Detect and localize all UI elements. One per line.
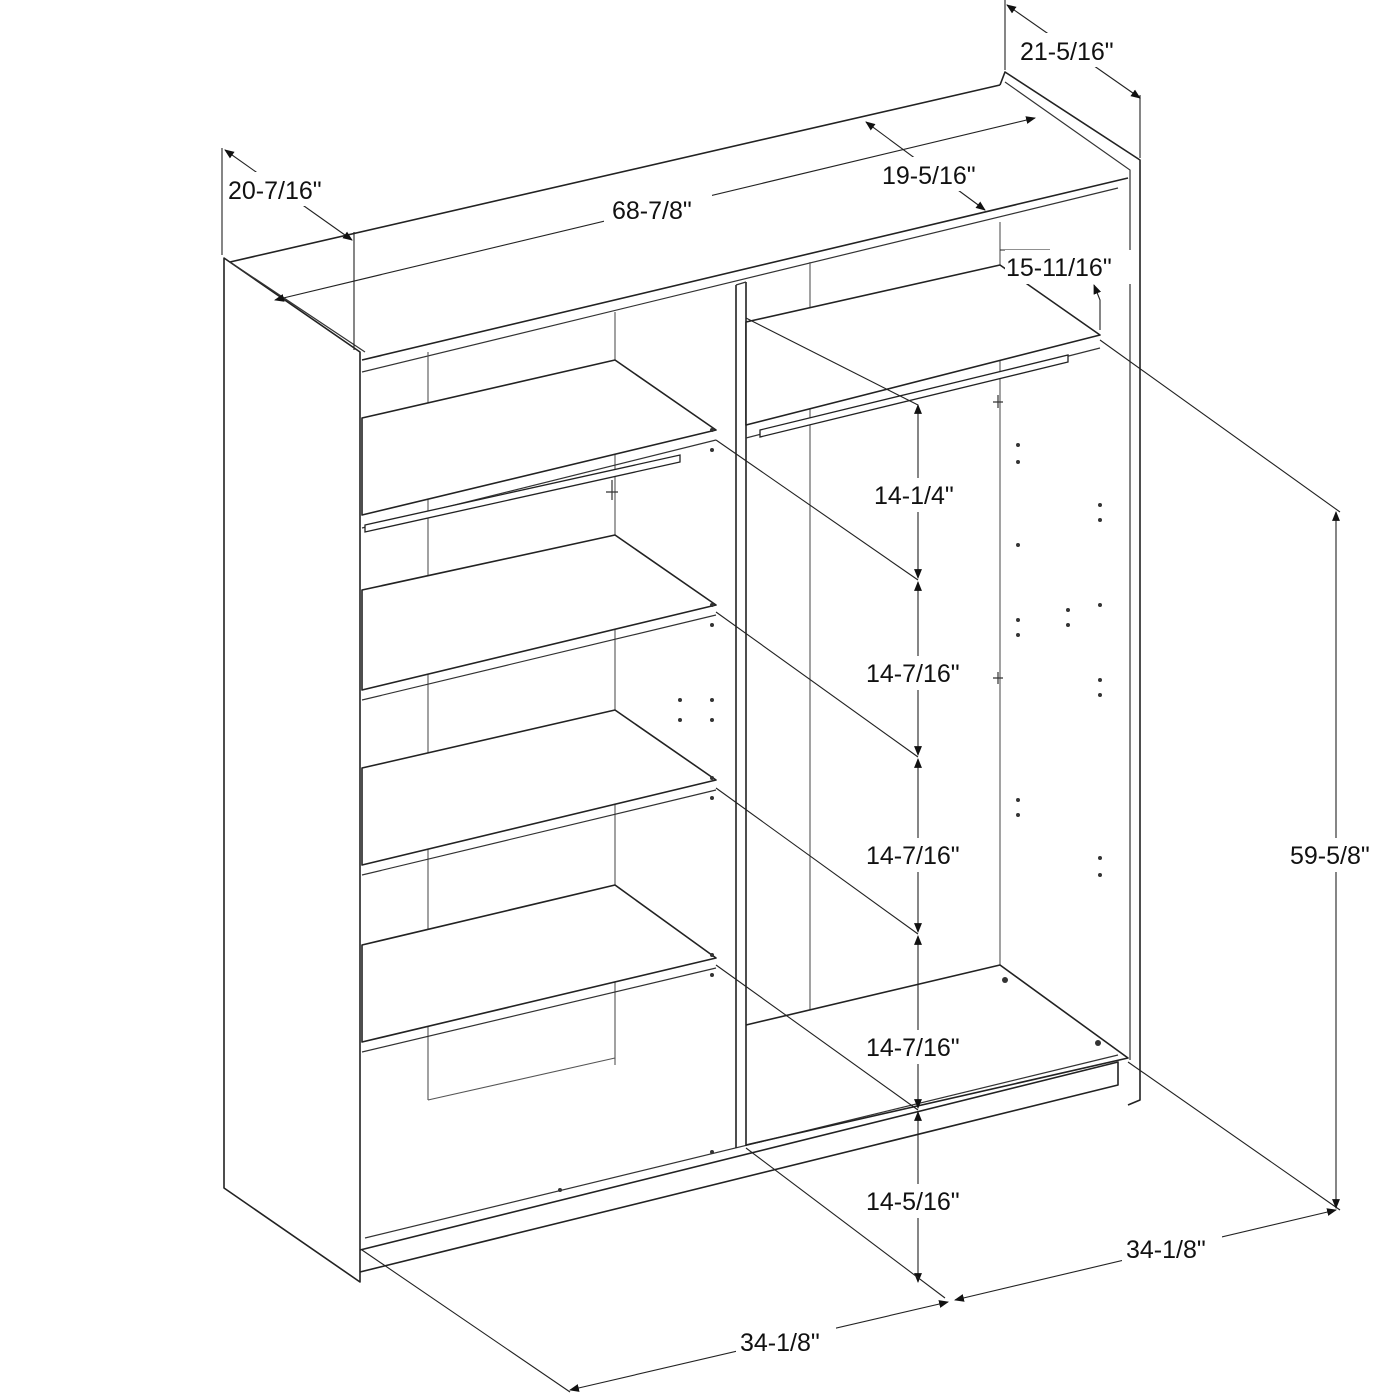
- right-floor: [745, 964, 1129, 1146]
- shelf-gap-5-label: 14-5/16": [866, 1188, 960, 1216]
- overall-width-label: 68-7/8": [612, 197, 692, 225]
- top-clearance-line: [1093, 284, 1101, 330]
- left-side-panel: [223, 257, 361, 1283]
- dimension-labels: 68-7/8" 20-7/16" 21-5/16" 19-5/16" 15-11…: [225, 33, 1386, 1359]
- shelf-gap-3-label: 14-7/16": [866, 842, 960, 870]
- left-bottom-rail: [427, 1057, 616, 1101]
- center-divider-top: [735, 281, 747, 286]
- shelf-gap-2-label: 14-7/16": [866, 660, 960, 688]
- left-shelf-3: [361, 709, 717, 866]
- left-shelves: [361, 359, 717, 1101]
- left-shelf-2: [361, 534, 717, 691]
- bottom-top-edge: [364, 1054, 1119, 1239]
- right-rod-bracket-lower: [993, 672, 1003, 684]
- right-section-width-label: 34-1/8": [1126, 1236, 1206, 1264]
- right-panel-top: [999, 71, 1141, 1106]
- right-rod-bracket: [993, 395, 1003, 408]
- right-panel-inner-edge: [1004, 81, 1131, 1060]
- left-rod-bracket: [606, 480, 618, 500]
- dimension-lines: [221, 0, 1341, 1393]
- shelf-pin-holes: [558, 428, 1102, 1192]
- right-depth-label: 21-5/16": [1020, 38, 1114, 66]
- center-divider: [735, 282, 747, 1148]
- shelf-gap-1-label: 14-1/4": [874, 482, 954, 510]
- left-shelf-1: [361, 359, 717, 516]
- left-hanging-rod: [364, 454, 681, 533]
- left-section-width-label: 34-1/8": [740, 1329, 820, 1357]
- top-clearance-label: 15-11/16": [1006, 254, 1112, 282]
- overall-height-label: 59-5/8": [1290, 842, 1370, 870]
- left-shelf-4: [361, 884, 717, 1043]
- left-panel-top-strip: [229, 261, 366, 353]
- shelf-gap-4-label: 14-7/16": [866, 1034, 960, 1062]
- left-depth-label: 20-7/16": [228, 177, 322, 205]
- right-hanging-rod: [759, 354, 1069, 438]
- bottom-front-edge: [359, 1061, 1119, 1273]
- top-shelf-depth-label: 19-5/16": [882, 162, 976, 190]
- cabinet-body: [223, 71, 1141, 1283]
